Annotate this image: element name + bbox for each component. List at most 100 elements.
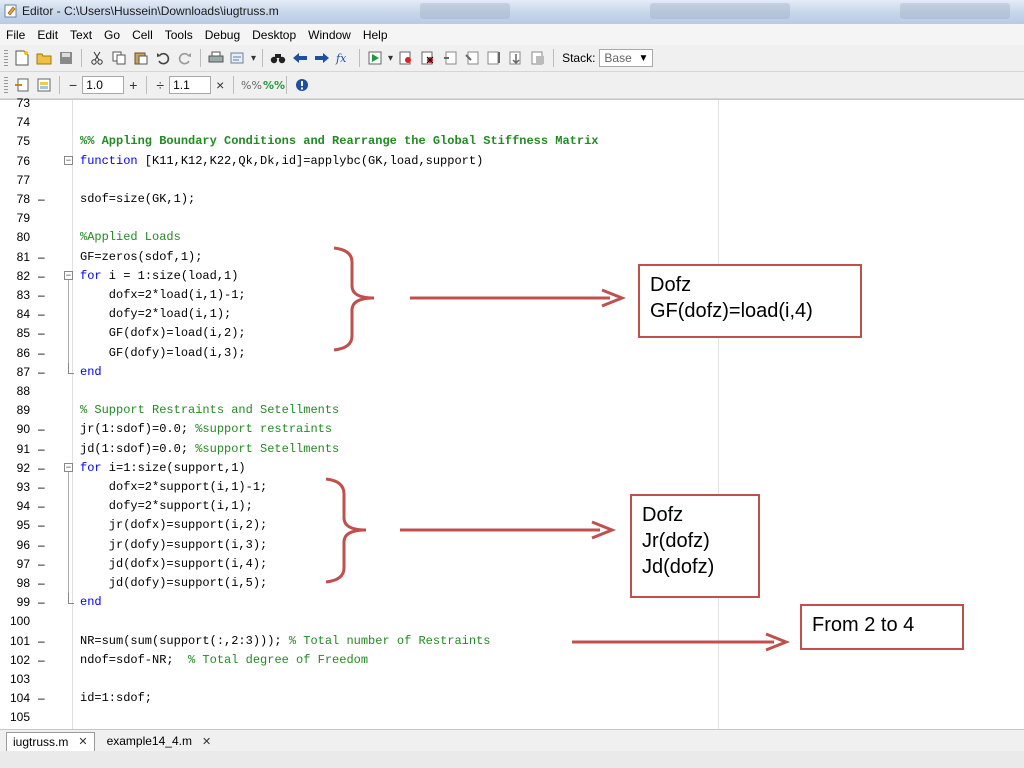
open-folder-icon[interactable] bbox=[35, 49, 53, 67]
line-number[interactable]: 86 bbox=[16, 345, 30, 360]
close-icon[interactable]: ✕ bbox=[78, 736, 88, 748]
executable-line-marker[interactable]: – bbox=[38, 460, 45, 475]
clear-breakpoints-icon[interactable] bbox=[419, 49, 437, 67]
paste-icon[interactable] bbox=[132, 49, 150, 67]
code-line[interactable]: 82–−for i = 1:size(load,1) bbox=[0, 267, 1024, 286]
line-number[interactable]: 91 bbox=[16, 441, 30, 456]
function-fx-icon[interactable]: fx bbox=[335, 49, 353, 67]
code-line[interactable]: 74 bbox=[0, 113, 1024, 132]
line-number[interactable]: 104 bbox=[9, 691, 30, 706]
code-line[interactable]: 87–end bbox=[0, 362, 1024, 382]
step-in-icon[interactable] bbox=[463, 49, 481, 67]
executable-line-marker[interactable]: – bbox=[38, 192, 45, 206]
uncomment-percent-icon[interactable]: %% bbox=[262, 76, 285, 94]
toolbar-grip[interactable] bbox=[4, 50, 8, 66]
code-line[interactable]: 97– jd(dofx)=support(i,4); bbox=[0, 555, 1024, 574]
executable-line-marker[interactable]: – bbox=[38, 652, 45, 667]
code-line[interactable]: 78–sdof=size(GK,1); bbox=[0, 190, 1024, 209]
insert-cell-break-icon[interactable] bbox=[13, 76, 31, 94]
code-line[interactable]: 92–−for i=1:size(support,1) bbox=[0, 459, 1024, 478]
line-number[interactable]: 89 bbox=[16, 403, 30, 418]
executable-line-marker[interactable]: – bbox=[38, 422, 45, 437]
tab-iugtruss[interactable]: iugtruss.m ✕ bbox=[6, 731, 95, 751]
line-number[interactable]: 76 bbox=[16, 153, 30, 168]
dropdown-arrow-icon[interactable]: ▾ bbox=[251, 52, 257, 64]
line-number[interactable]: 81 bbox=[16, 249, 30, 264]
line-number[interactable]: 82 bbox=[16, 268, 30, 283]
executable-line-marker[interactable]: – bbox=[38, 556, 45, 571]
menu-go[interactable]: Go bbox=[104, 27, 121, 42]
executable-line-marker[interactable]: – bbox=[38, 364, 45, 379]
dropdown-arrow-icon[interactable]: ▾ bbox=[388, 52, 394, 64]
new-file-icon[interactable] bbox=[13, 49, 31, 67]
code-line[interactable]: 75%% Appling Boundary Conditions and Rea… bbox=[0, 132, 1024, 151]
executable-line-marker[interactable]: – bbox=[38, 595, 45, 610]
code-line[interactable]: 89% Support Restraints and Setellments bbox=[0, 401, 1024, 420]
info-icon[interactable] bbox=[293, 76, 311, 94]
line-number[interactable]: 79 bbox=[16, 211, 30, 226]
executable-line-marker[interactable]: – bbox=[38, 307, 45, 322]
menu-desktop[interactable]: Desktop bbox=[252, 27, 297, 42]
executable-line-marker[interactable]: – bbox=[38, 441, 45, 456]
code-line[interactable]: 99–end bbox=[0, 593, 1024, 612]
go-back-arrow-icon[interactable] bbox=[291, 49, 309, 67]
code-line[interactable]: 105 bbox=[0, 708, 1024, 727]
line-number[interactable]: 96 bbox=[16, 537, 30, 552]
code-line[interactable]: 81–GF=zeros(sdof,1); bbox=[0, 248, 1024, 267]
save-icon[interactable] bbox=[57, 49, 75, 67]
code-fold-toggle-icon[interactable]: − bbox=[64, 461, 73, 472]
code-line[interactable]: 101–NR=sum(sum(support(:,2:3))); % Total… bbox=[0, 632, 1024, 651]
menu-text[interactable]: Text bbox=[70, 27, 93, 42]
multiply-icon[interactable]: × bbox=[216, 77, 225, 93]
executable-line-marker[interactable]: – bbox=[38, 518, 45, 533]
line-number[interactable]: 99 bbox=[16, 595, 30, 610]
line-number[interactable]: 90 bbox=[16, 422, 30, 437]
menu-edit[interactable]: Edit bbox=[37, 27, 59, 42]
code-line[interactable]: 76−function [K11,K12,K22,Qk,Dk,id]=apply… bbox=[0, 152, 1024, 171]
code-line[interactable]: 102–ndof=sdof-NR; % Total degree of Free… bbox=[0, 651, 1024, 670]
code-line[interactable]: 73 bbox=[0, 94, 1024, 113]
print-icon[interactable] bbox=[207, 49, 225, 67]
executable-line-marker[interactable]: – bbox=[38, 326, 45, 341]
line-number[interactable]: 93 bbox=[16, 480, 30, 494]
close-icon[interactable]: ✕ bbox=[201, 735, 212, 748]
menu-cell[interactable]: Cell bbox=[132, 27, 153, 42]
continue-icon[interactable] bbox=[507, 49, 525, 67]
step-icon[interactable] bbox=[441, 49, 459, 67]
go-forward-arrow-icon[interactable] bbox=[313, 49, 331, 67]
redo-icon[interactable] bbox=[176, 49, 194, 67]
line-number[interactable]: 88 bbox=[16, 384, 30, 398]
code-line[interactable]: 80%Applied Loads bbox=[0, 228, 1024, 247]
code-line[interactable]: 91–jd(1:sdof)=0.0; %support Setellments bbox=[0, 440, 1024, 459]
line-number[interactable]: 78 bbox=[16, 192, 30, 206]
step-out-icon[interactable] bbox=[485, 49, 503, 67]
menu-file[interactable]: File bbox=[6, 27, 26, 42]
line-number[interactable]: 77 bbox=[16, 172, 30, 187]
executable-line-marker[interactable]: – bbox=[38, 633, 45, 648]
evaluate-cell-icon[interactable] bbox=[35, 76, 53, 94]
executable-line-marker[interactable]: – bbox=[38, 576, 45, 590]
executable-line-marker[interactable]: – bbox=[38, 268, 45, 283]
copy-icon[interactable] bbox=[110, 49, 128, 67]
code-line[interactable]: 88 bbox=[0, 382, 1024, 401]
divide-icon[interactable]: ÷ bbox=[156, 77, 165, 93]
line-number[interactable]: 74 bbox=[16, 115, 30, 130]
code-line[interactable]: 93– dofx=2*support(i,1)-1; bbox=[0, 478, 1024, 497]
comment-percent-icon[interactable]: %% bbox=[240, 76, 262, 94]
line-number[interactable]: 92 bbox=[16, 460, 30, 475]
show-functions-icon[interactable] bbox=[229, 49, 247, 67]
exit-debug-icon[interactable] bbox=[529, 49, 547, 67]
code-line[interactable]: 100 bbox=[0, 612, 1024, 631]
code-line[interactable]: 98– jd(dofy)=support(i,5); bbox=[0, 574, 1024, 593]
find-binoculars-icon[interactable] bbox=[269, 49, 287, 67]
menu-tools[interactable]: Tools bbox=[164, 27, 193, 42]
line-number[interactable]: 85 bbox=[16, 326, 30, 341]
line-number[interactable]: 80 bbox=[16, 230, 30, 245]
tab-example14-4[interactable]: example14_4.m ✕ bbox=[101, 732, 218, 750]
stack-select[interactable]: Base ▼ bbox=[599, 49, 654, 67]
menu-window[interactable]: Window bbox=[308, 27, 351, 42]
line-number[interactable]: 102 bbox=[9, 652, 30, 667]
line-number[interactable]: 101 bbox=[9, 633, 30, 648]
decrement-value-input[interactable]: 1.0 bbox=[82, 76, 125, 94]
line-number[interactable]: 100 bbox=[9, 614, 30, 629]
